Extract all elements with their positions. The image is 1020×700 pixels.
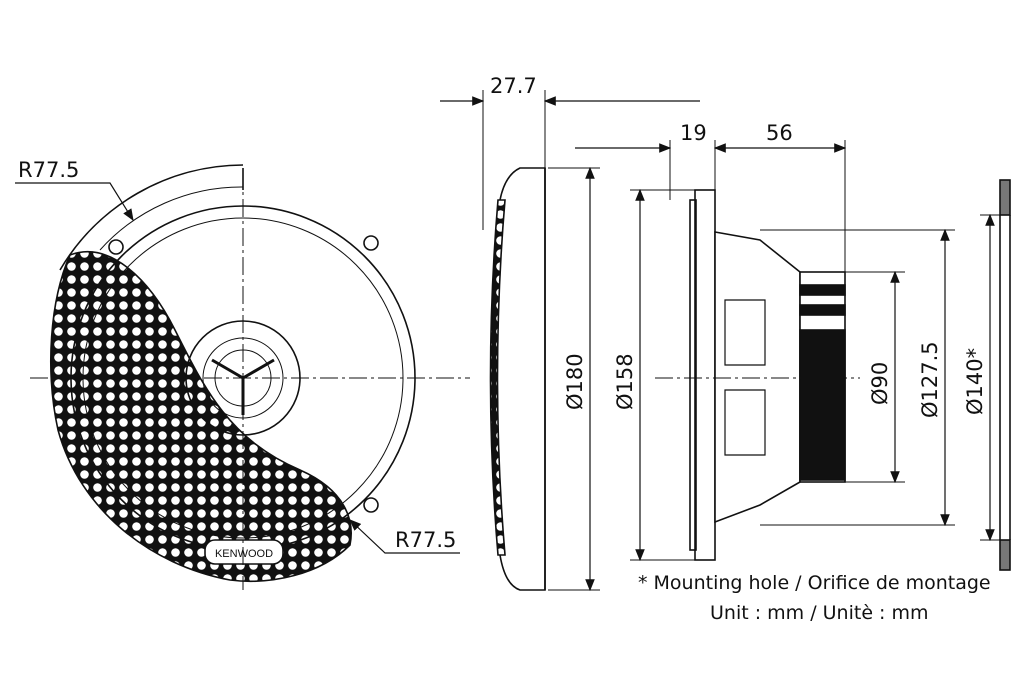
grille-side-view — [440, 90, 700, 592]
logo-badge — [204, 539, 284, 565]
speaker-side-view — [575, 140, 955, 562]
unit-note: Unit : mm / Unitè : mm — [710, 602, 929, 624]
front-view: KENWOOD — [15, 164, 470, 590]
flange-depth-label: 19 — [680, 121, 707, 145]
radius-bottom-label: R77.5 — [395, 528, 456, 552]
brand-logo: KENWOOD — [215, 548, 273, 560]
basket-diameter-label: Ø127.5 — [918, 341, 942, 418]
screw-top-right — [363, 235, 379, 251]
screw-top-left — [108, 239, 124, 255]
radius-top-label: R77.5 — [18, 158, 79, 182]
screw-bottom-right — [363, 497, 379, 513]
grille-depth-label: 27.7 — [490, 74, 537, 98]
mounting-hole-note: * Mounting hole / Orifice de montage — [638, 572, 991, 594]
mount-depth-label: 56 — [766, 121, 793, 145]
magnet-diameter-label: Ø90 — [868, 362, 892, 405]
flange-diameter-label: Ø158 — [613, 353, 637, 410]
mounting-panel — [980, 179, 1011, 571]
flange — [694, 189, 716, 561]
grille-diameter-label: Ø180 — [563, 353, 587, 410]
hole-diameter-label: Ø140* — [963, 348, 987, 415]
